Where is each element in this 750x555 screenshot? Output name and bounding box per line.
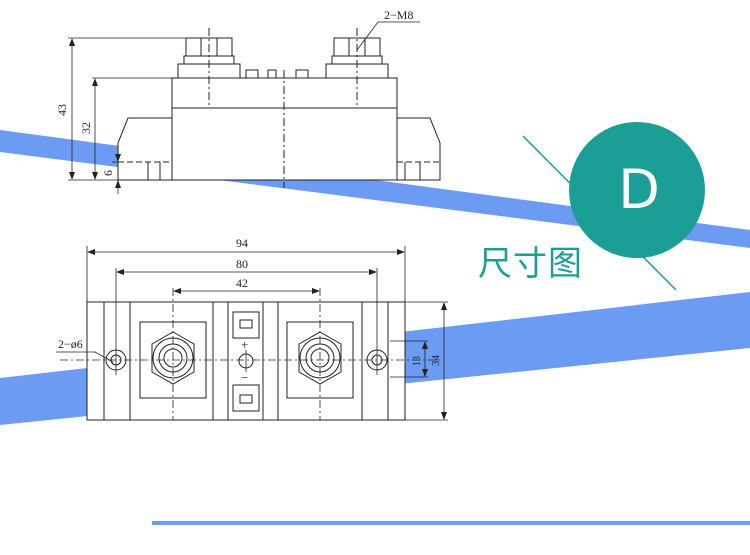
control-terminal-bottom [232,384,260,412]
side-arrows [69,38,121,188]
dim-depth-overall: 34 [430,355,442,367]
minus-sign: − [241,370,248,385]
plus-sign: + [241,337,248,352]
bottom-blue-rule [152,521,750,525]
dim-height-base: 6 [101,170,115,176]
side-base-left [117,117,173,181]
side-view [68,21,441,194]
badge-circle [569,122,705,258]
dim-height-overall: 43 [55,104,69,116]
mount-hole-callout-label: 2−ø6 [58,337,83,351]
badge-letter: D [618,158,660,221]
control-terminal-top [232,311,260,339]
top-view [56,246,448,421]
dim-depth-inner: 13 [412,356,423,366]
dim-terminal-spacing: 42 [236,276,248,290]
section-title: 尺寸图 [478,244,583,284]
top-arrows [87,249,447,420]
dim-hole-spacing: 80 [236,257,248,271]
side-base-right [397,117,441,181]
screw-callout-label: 2−M8 [384,8,413,22]
dim-width-overall: 94 [236,236,248,250]
dim-height-body: 32 [79,122,93,134]
